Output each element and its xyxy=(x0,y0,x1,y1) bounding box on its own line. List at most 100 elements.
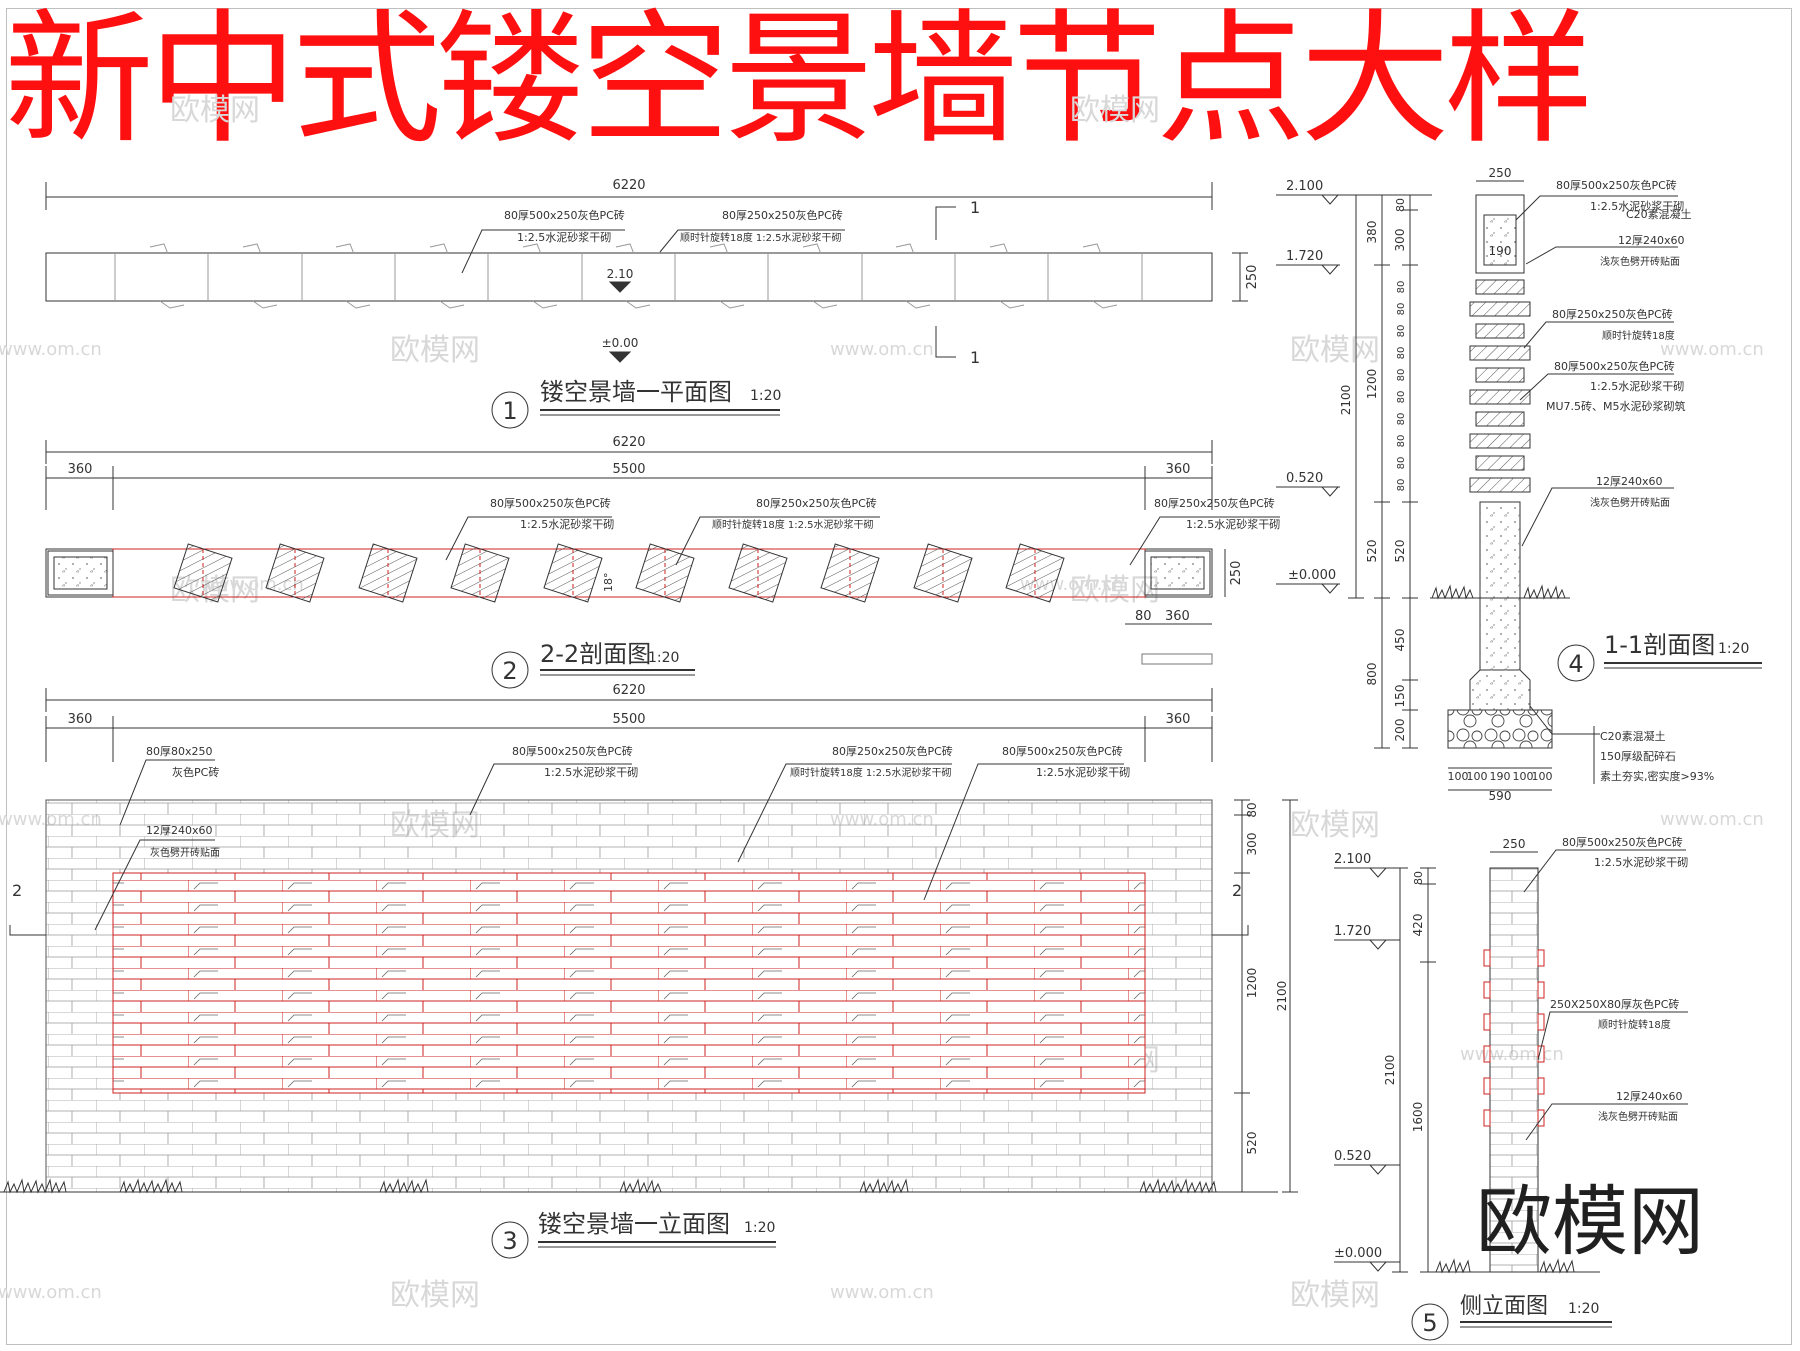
watermark-url: www.om.cn xyxy=(0,339,102,360)
plan-brick-joints xyxy=(114,253,1143,301)
s11-note4-line3: MU7.5砖、M5水泥砂浆砌筑 xyxy=(1546,399,1686,413)
s11-note5-line2: 浅灰色劈开砖贴面 xyxy=(1590,496,1670,509)
s11-note1-line1: 80厚500x250灰色PC砖 xyxy=(1556,178,1677,192)
elev-note5-line1: 80厚500x250灰色PC砖 xyxy=(1002,744,1123,758)
s11-dim-inner: 190 xyxy=(1489,244,1512,258)
s22-note1-line2: 1:2.5水泥砂浆干砌 xyxy=(520,517,614,531)
s11-level-3: 0.520 xyxy=(1286,471,1323,486)
s22-note3-line2: 1:2.5水泥砂浆干砌 xyxy=(1186,517,1280,531)
elev-note4-line1: 80厚250x250灰色PC砖 xyxy=(832,744,953,758)
s11-dim-80-repeat: 80 xyxy=(1396,325,1407,338)
s11-note2-line2: 浅灰色劈开砖贴面 xyxy=(1600,255,1680,268)
s11-note3-line2: 顺时针旋转18度 xyxy=(1602,329,1675,342)
sheet-title: 新中式镂空景墙节点大样 xyxy=(4,0,1594,164)
side-note2-line1: 250X250X80厚灰色PC砖 xyxy=(1550,997,1679,1011)
s11-note1-line2: 1:2.5水泥砂浆干砌 xyxy=(1590,199,1684,213)
s11-dim-bottom-2: 100 xyxy=(1467,770,1488,783)
view-plan: 6220 250 xyxy=(45,178,1260,429)
dim-elev-total: 6220 xyxy=(612,683,645,698)
view-side-elevation: 2.100 1.720 0.520 ±0.000 2100 80 420 160… xyxy=(1334,835,1688,1341)
s11-found-3: 素土夯实,密实度>93% xyxy=(1600,769,1714,783)
plan-note2-line1: 80厚250x250灰色PC砖 xyxy=(722,208,843,222)
side-dim-top: 250 xyxy=(1503,837,1526,851)
side-dim-2100: 2100 xyxy=(1383,1055,1397,1086)
s11-dim-80-repeat: 80 xyxy=(1396,479,1407,492)
watermark-url: www.om.cn xyxy=(1660,339,1764,360)
dim-elev-vtotal: 2100 xyxy=(1275,981,1289,1012)
s11-note5-line1: 12厚240x60 xyxy=(1596,475,1663,488)
s11-level-2: 1.720 xyxy=(1286,249,1323,264)
s11-note1-line3: C20素混凝土 xyxy=(1626,207,1692,221)
watermark-url: www.om.cn xyxy=(0,1282,102,1303)
s22-view-scale: 1:20 xyxy=(648,650,679,666)
side-dim-420: 420 xyxy=(1411,914,1425,937)
dim-elev-v3: 1200 xyxy=(1245,968,1259,999)
side-level-2: 1.720 xyxy=(1334,924,1371,939)
s11-dim-80-repeat: 80 xyxy=(1396,413,1407,426)
dim-elev-v4: 520 xyxy=(1245,1132,1259,1155)
elev-grass xyxy=(0,1178,1278,1194)
s11-dim-top: 250 xyxy=(1489,166,1512,180)
plan-view-number: 1 xyxy=(502,397,517,425)
elev-view-number: 3 xyxy=(502,1227,517,1255)
dim-elev-left: 360 xyxy=(68,712,93,727)
sheet-border xyxy=(6,8,1792,1345)
dim-s22-small-a: 80 xyxy=(1135,609,1152,624)
s22-note1-line1: 80厚500x250灰色PC砖 xyxy=(490,496,611,510)
watermark-logo: 欧模网 xyxy=(1476,1177,1704,1266)
elev-note2-line1: 12厚240x60 xyxy=(146,824,213,837)
s22-view-number: 2 xyxy=(502,657,517,685)
s11-dim-80-repeat: 80 xyxy=(1396,347,1407,360)
s11-dim-80-repeat: 80 xyxy=(1396,281,1407,294)
s11-dim-bottom-4: 100 xyxy=(1513,770,1534,783)
s11-stacked-bricks xyxy=(1469,279,1531,493)
elev-note3-line1: 80厚500x250灰色PC砖 xyxy=(512,744,633,758)
section-mark-top: 1 xyxy=(970,198,980,217)
plan-note1-line1: 80厚500x250灰色PC砖 xyxy=(504,208,625,222)
s11-note4-line2: 1:2.5水泥砂浆干砌 xyxy=(1590,379,1684,393)
s22-view-title: 2-2剖面图 xyxy=(540,640,651,668)
dim-s22-small-b: 360 xyxy=(1165,609,1190,624)
view-section-2-2: 6220 360 5500 360 xyxy=(45,435,1280,689)
s11-view-scale: 1:20 xyxy=(1718,641,1749,657)
side-note1-line1: 80厚500x250灰色PC砖 xyxy=(1562,835,1683,849)
s11-dim-80-repeat: 80 xyxy=(1396,435,1407,448)
plan-rotated-brick-marks xyxy=(149,243,1118,309)
s22-angle: 18° xyxy=(602,573,615,593)
elev-section-mark-left: 2 xyxy=(12,881,22,900)
view-elevation: 6220 360 5500 360 2 2 80 300 1200 520 21… xyxy=(0,683,1298,1259)
s11-view-number: 4 xyxy=(1568,650,1583,678)
side-note3-line1: 12厚240x60 xyxy=(1616,1090,1683,1103)
s11-dim-2100: 2100 xyxy=(1339,385,1353,416)
section-mark-bottom: 1 xyxy=(970,348,980,367)
side-grass xyxy=(1432,1258,1600,1274)
elev-note5-line2: 1:2.5水泥砂浆干砌 xyxy=(1036,765,1130,779)
elev-note4-line2: 顺时针旋转18度 1:2.5水泥砂浆干砌 xyxy=(790,766,952,779)
dim-s22-total: 6220 xyxy=(612,435,645,450)
elev-note1-line2: 灰色PC砖 xyxy=(172,765,219,779)
elev-view-title: 镂空景墙一立面图 xyxy=(538,1210,730,1238)
plan-note2-line2: 顺时针旋转18度 1:2.5水泥砂浆干砌 xyxy=(680,231,842,244)
dim-elev-v2: 300 xyxy=(1245,833,1259,856)
s11-dim-450: 450 xyxy=(1393,629,1407,652)
watermark-text: 欧模网 xyxy=(390,333,480,368)
dim-elev-right: 360 xyxy=(1166,712,1191,727)
side-note1-line2: 1:2.5水泥砂浆干砌 xyxy=(1594,855,1688,869)
s11-dim-80-repeat: 80 xyxy=(1396,369,1407,382)
dim-elev-mid: 5500 xyxy=(612,712,645,727)
dim-elev-v1: 80 xyxy=(1245,802,1259,817)
s11-dim-80-chain: 80 80 80 80 80 80 80 80 80 80 xyxy=(1396,281,1407,492)
s11-note2-line1: 12厚240x60 xyxy=(1618,234,1685,247)
dim-plan-width: 250 xyxy=(1245,265,1260,290)
s11-dim-80-repeat: 80 xyxy=(1396,391,1407,404)
s11-found-1: C20素混凝土 xyxy=(1600,729,1666,743)
watermark-text: 欧模网 xyxy=(390,1278,480,1313)
s11-dim-150: 150 xyxy=(1393,685,1407,708)
side-dim-80: 80 xyxy=(1412,871,1425,885)
dim-s22-mid: 5500 xyxy=(612,462,645,477)
side-level-4: ±0.000 xyxy=(1334,1246,1382,1261)
dim-s22-left: 360 xyxy=(68,462,93,477)
side-view-scale: 1:20 xyxy=(1568,1301,1599,1317)
